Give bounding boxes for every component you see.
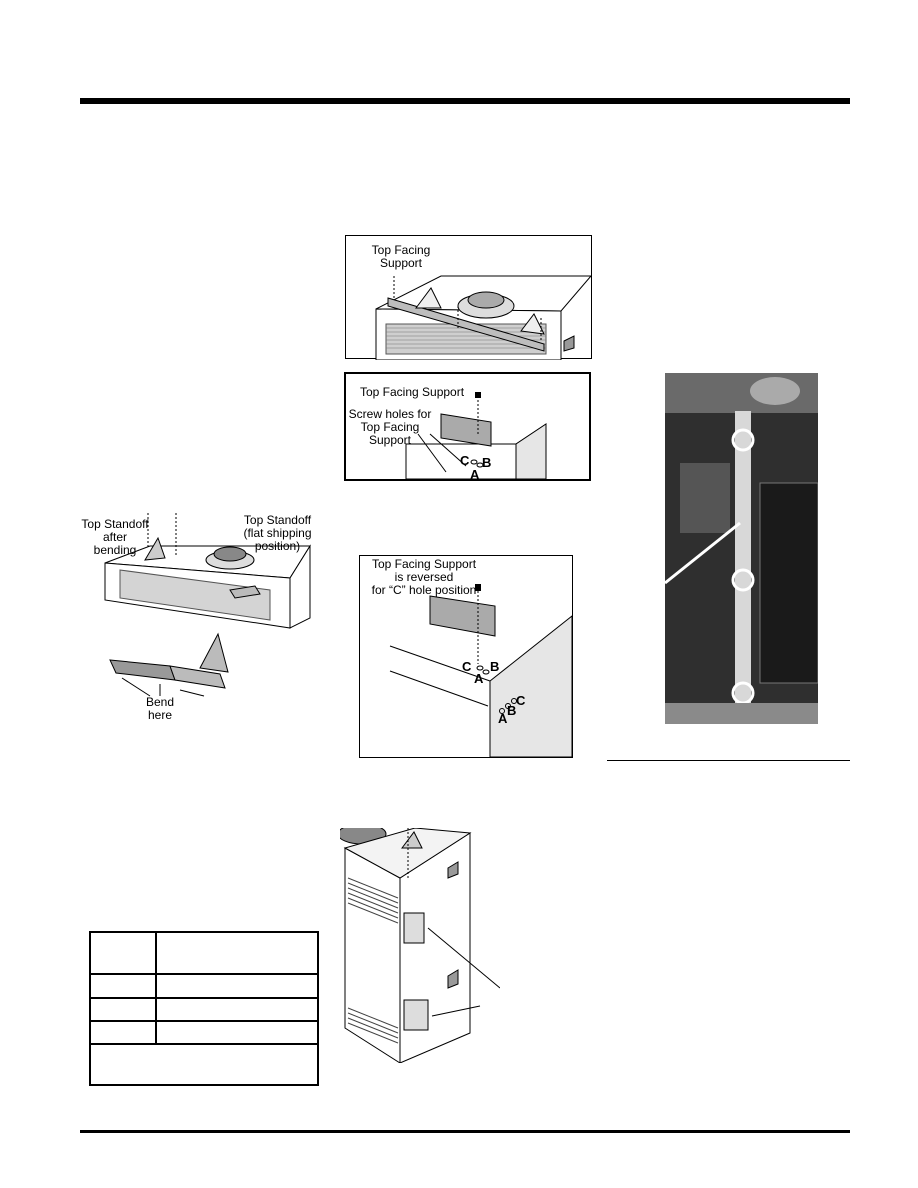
side-hole-a-label: A	[498, 711, 508, 726]
side-hole-b-label: B	[507, 703, 517, 718]
top-facing-support-label: Top Facing Support	[371, 243, 431, 270]
reversed-support-illustration	[389, 584, 572, 757]
screw-holes-label: Screw holes for Top Facing Support	[348, 407, 432, 447]
data-table	[89, 931, 319, 1086]
top-facing-support-label: Top Facing Support	[360, 385, 465, 399]
fireplace-photo-illustration	[665, 373, 818, 724]
screw-holes-illustration	[405, 392, 547, 479]
side-bracket-illustration	[340, 828, 500, 1063]
figure-top-facing-support: Top Facing Support	[345, 235, 593, 360]
table-row	[91, 1020, 317, 1045]
table-row	[91, 933, 317, 975]
top-standoff-illustration	[104, 513, 311, 697]
figure-top-standoff: Top Standoff after bending Top Standoff …	[80, 508, 325, 723]
hole-b-label: B	[482, 455, 492, 470]
figure-reversed-support: Top Facing Support is reversed for “C” h…	[359, 555, 573, 758]
table-row	[91, 973, 317, 999]
figure-photo	[665, 373, 818, 724]
figure-screw-holes: Top Facing Support Screw holes for Top F…	[344, 372, 591, 481]
fireplace-top-illustration	[375, 275, 593, 360]
table-column-divider	[155, 933, 157, 1045]
standoff-after-bending-label: Top Standoff after bending	[81, 517, 149, 557]
reversed-support-label: Top Facing Support is reversed for “C” h…	[371, 557, 477, 597]
section-divider	[607, 760, 850, 761]
side-hole-c-label: C	[516, 693, 526, 708]
hole-a-label: A	[474, 671, 484, 686]
hole-a-label: A	[470, 467, 480, 482]
hole-b-label: B	[490, 659, 500, 674]
table-row	[91, 997, 317, 1022]
figure-side-bracket	[340, 828, 500, 1063]
hole-c-label: C	[460, 453, 470, 468]
standoff-flat-label: Top Standoff (flat shipping position)	[243, 513, 312, 553]
header-rule	[80, 98, 850, 104]
footer-rule	[80, 1130, 850, 1133]
hole-c-label: C	[462, 659, 472, 674]
bend-here-label: Bend here	[145, 695, 175, 722]
